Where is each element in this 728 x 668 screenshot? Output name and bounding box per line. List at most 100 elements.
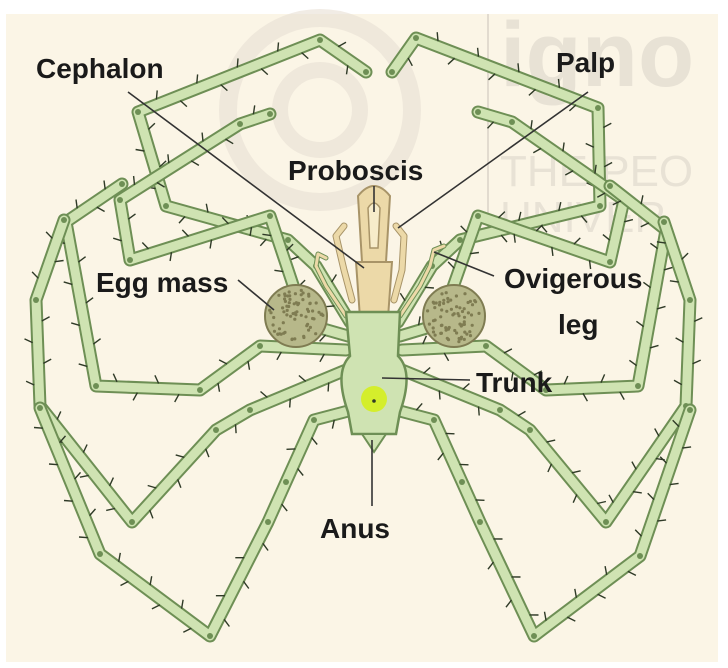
leg-joint — [607, 183, 613, 189]
egg — [286, 309, 289, 312]
leg-spine — [236, 424, 237, 433]
egg — [468, 330, 471, 333]
leg-joint — [661, 219, 667, 225]
leg-joint — [119, 181, 125, 187]
egg — [432, 330, 435, 333]
egg — [273, 330, 276, 333]
leg-spine — [290, 399, 291, 408]
egg — [283, 292, 286, 295]
leg-joint — [213, 427, 219, 433]
egg — [304, 315, 307, 318]
leg-spine — [202, 133, 203, 142]
leg-spine — [197, 74, 198, 83]
egg — [290, 338, 293, 341]
leg-spine — [156, 90, 157, 99]
leg-joint — [237, 121, 243, 127]
egg — [288, 301, 291, 304]
egg — [463, 307, 466, 310]
egg — [458, 337, 461, 340]
leg-joint — [477, 519, 483, 525]
leg-joint — [207, 633, 213, 639]
leg-spine — [64, 501, 73, 502]
leg-joint — [317, 37, 323, 43]
leg-spine — [34, 428, 43, 429]
leg-joint — [687, 407, 693, 413]
egg — [442, 302, 445, 305]
egg — [450, 308, 453, 311]
egg — [463, 331, 466, 334]
leg-spine — [437, 32, 438, 41]
leg-spine — [326, 306, 335, 307]
egg — [320, 313, 323, 316]
egg — [446, 300, 449, 303]
egg — [469, 334, 472, 337]
leg-spine — [479, 407, 480, 416]
leg-joint — [413, 35, 419, 41]
egg — [300, 289, 303, 292]
egg — [317, 311, 320, 314]
egg — [446, 297, 449, 300]
egg — [440, 292, 443, 295]
egg-mass-label: Egg mass — [96, 267, 228, 298]
egg — [470, 313, 473, 316]
leg-joint — [285, 237, 291, 243]
egg — [463, 292, 466, 295]
egg — [297, 302, 300, 305]
egg — [276, 333, 279, 336]
egg — [289, 315, 292, 318]
egg — [469, 300, 472, 303]
leg-joint — [267, 111, 273, 117]
leg-spine — [278, 42, 279, 51]
egg — [426, 309, 429, 312]
leg-label: leg — [558, 309, 598, 340]
egg — [288, 294, 291, 297]
leg-spine — [79, 537, 88, 538]
egg — [294, 292, 297, 295]
trunk-spot — [361, 386, 387, 412]
egg — [432, 326, 435, 329]
egg — [446, 337, 449, 340]
egg — [433, 306, 436, 309]
leg-joint — [595, 105, 601, 111]
egg — [301, 298, 304, 301]
egg — [440, 332, 443, 335]
leg-joint — [475, 213, 481, 219]
egg — [440, 324, 443, 327]
leg-joint — [197, 387, 203, 393]
egg — [288, 298, 291, 301]
egg — [309, 302, 312, 305]
egg — [278, 327, 281, 330]
ovigerous-label: Ovigerous — [504, 263, 642, 294]
leg-joint — [283, 479, 289, 485]
leg-spine — [134, 176, 135, 185]
leg-joint — [497, 407, 503, 413]
egg — [311, 309, 314, 312]
leg-spine — [168, 154, 169, 163]
leg-joint — [531, 633, 537, 639]
cephalon — [356, 262, 392, 318]
leg-joint — [597, 203, 603, 209]
egg — [442, 299, 445, 302]
egg — [457, 340, 460, 343]
egg — [445, 310, 448, 313]
egg — [282, 310, 285, 313]
egg — [463, 338, 466, 341]
leg-joint — [637, 553, 643, 559]
leg-spine — [49, 464, 58, 465]
egg — [455, 305, 458, 308]
anus-label: Anus — [320, 513, 390, 544]
egg — [300, 314, 303, 317]
egg — [463, 316, 466, 319]
egg — [460, 324, 463, 327]
egg — [451, 313, 454, 316]
egg — [438, 303, 441, 306]
leg-joint — [311, 417, 317, 423]
leg-joint — [363, 69, 369, 75]
egg — [456, 312, 459, 315]
egg — [432, 301, 435, 304]
egg — [477, 312, 480, 315]
leg-joint — [61, 217, 67, 223]
leg-joint — [127, 257, 133, 263]
